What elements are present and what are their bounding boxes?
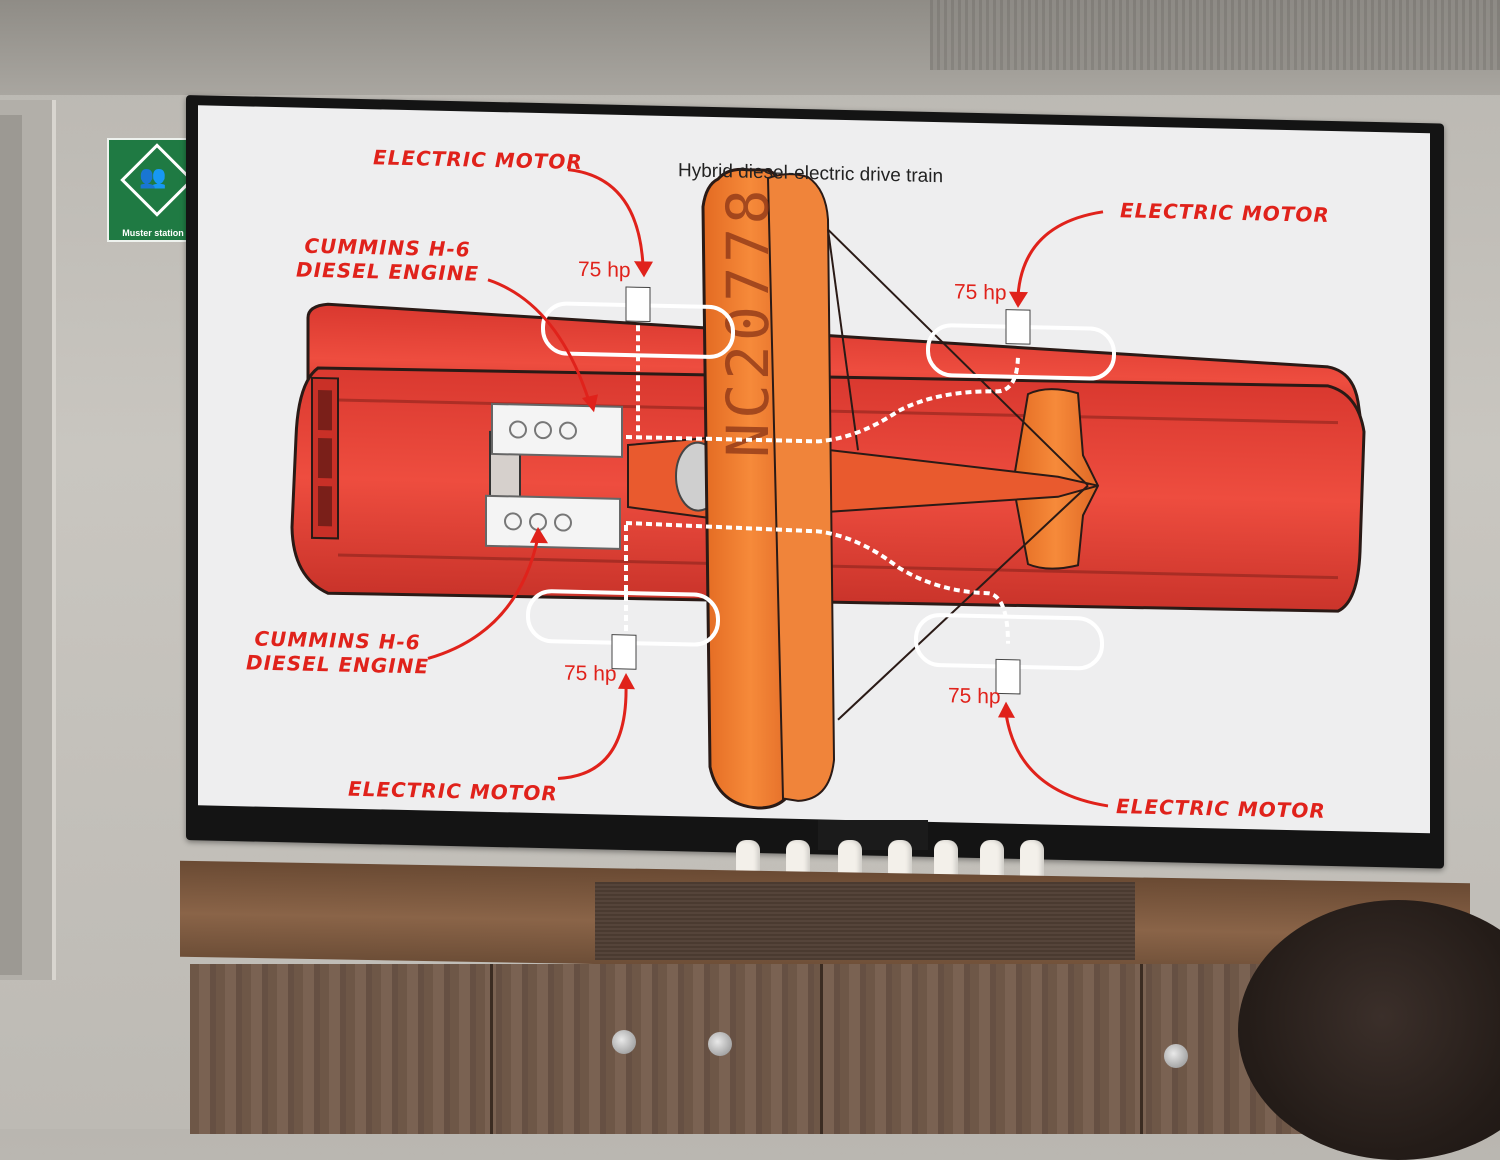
shaft-bottom-right [625, 520, 1010, 644]
diesel-engines [485, 402, 623, 550]
registration-text: NC20778 [714, 185, 782, 459]
arrow-heads [530, 261, 1028, 718]
tv-display: NC20778 [186, 95, 1444, 869]
bow-window-1 [318, 389, 332, 431]
arrow-top-right [1016, 210, 1104, 297]
label-electric-motor-bottom-left: ELECTRIC MOTOR [348, 776, 558, 806]
audience-head [1238, 900, 1500, 1160]
door-panel [0, 115, 22, 975]
arrow-top-left [567, 168, 645, 266]
gearbox-top-right [1005, 309, 1031, 345]
group-of-people-icon: 👥 [139, 164, 166, 189]
bow-window-3 [318, 485, 332, 527]
power-bottom-right: 75 hp [948, 684, 1001, 709]
power-top-right: 75 hp [954, 280, 1007, 305]
label-electric-motor-bottom-right: ELECTRIC MOTOR [1116, 794, 1326, 823]
cabinet-seam [820, 964, 823, 1134]
gearbox-bottom-right [995, 658, 1021, 695]
diesel-engine-bottom [485, 494, 621, 550]
hull-stripe-bottom [338, 553, 1338, 580]
label-diesel-engine-top-line2: DIESEL ENGINE [296, 257, 480, 286]
wing-brace-top [827, 228, 1089, 487]
arrow-engine-top [487, 278, 592, 405]
cabinet-seam [1140, 964, 1143, 1134]
ceiling-vent [930, 0, 1500, 70]
gearbox-top-left [625, 286, 651, 323]
muster-station-sign: 👥 Muster station [107, 138, 199, 242]
table-runner [595, 882, 1135, 960]
label-electric-motor-top-left: ELECTRIC MOTOR [373, 145, 583, 175]
label-diesel-engine-top: CUMMINS H-6 DIESEL ENGINE [296, 233, 480, 286]
shaft-top-right [626, 353, 1020, 444]
sign-label: Muster station [122, 228, 184, 238]
label-electric-motor-top-right: ELECTRIC MOTOR [1120, 198, 1330, 227]
label-diesel-engine-bottom: CUMMINS H-6 DIESEL ENGINE [246, 626, 430, 679]
wing-brace-top2 [827, 229, 859, 451]
arrow-bottom-right [1004, 713, 1109, 808]
bow-window-2 [318, 437, 332, 479]
cabinet-knob [708, 1032, 732, 1056]
slide-screen: NC20778 [198, 105, 1430, 834]
cabinet-seam [490, 964, 493, 1134]
power-bottom-left: 75 hp [564, 661, 617, 686]
power-top-left: 75 hp [578, 257, 631, 283]
gearboxes [611, 286, 1031, 695]
aircraft-diagram: NC20778 [290, 167, 1366, 810]
label-diesel-engine-bottom-line2: DIESEL ENGINE [246, 650, 430, 679]
diesel-engine-top [491, 402, 623, 458]
annotation-arrows [427, 168, 1109, 808]
gearbox-bottom-left [611, 634, 637, 670]
lower-wing [766, 173, 836, 802]
arrow-engine-bottom [427, 536, 540, 660]
arrow-bottom-left [557, 684, 628, 780]
cabinet-knob [612, 1030, 636, 1054]
cabinet-knob [1164, 1044, 1188, 1068]
ceiling [0, 0, 1500, 95]
wing-brace-bottom [837, 484, 1089, 721]
